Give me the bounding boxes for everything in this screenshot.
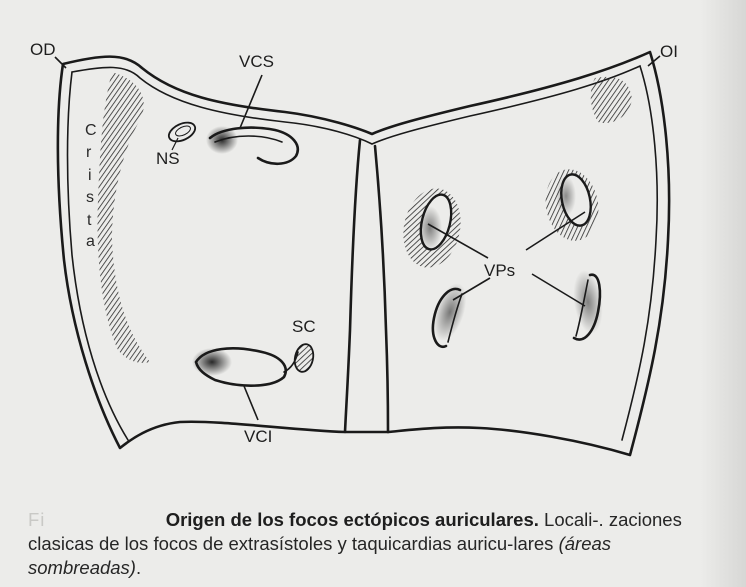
pulmonary-vein-upper-left [396, 183, 467, 273]
pulmonary-vein-upper-right [540, 165, 604, 245]
pulmonary-vein-lower-left [427, 279, 472, 347]
label-vps: VPs [484, 261, 515, 280]
figure-caption: Fi Origen de los focos ectópicos auricul… [28, 508, 718, 580]
label-crista-t: t [87, 212, 92, 229]
label-crista-a: a [86, 233, 95, 250]
oi-shading [591, 77, 632, 123]
crista-shading [98, 72, 150, 363]
pulmonary-vein-lower-right [570, 268, 607, 339]
coronary-sinus-sc [292, 342, 315, 373]
caption-figure-label: Fi [28, 509, 45, 530]
septum-right-wall [375, 146, 388, 432]
label-oi: OI [660, 42, 678, 61]
label-vcs: VCS [239, 52, 274, 71]
sinus-node-ns [166, 119, 198, 145]
label-vci: VCI [244, 427, 272, 446]
atria-diagram: OD OI VCS NS C r i s t a VPs SC VCI [0, 0, 746, 500]
label-crista-r: r [86, 144, 92, 161]
vci-leader [244, 386, 258, 420]
label-od: OD [30, 40, 56, 59]
septum-left-wall [345, 140, 360, 432]
label-crista-i: i [88, 167, 92, 184]
vcs-leader [240, 75, 262, 128]
label-sc: SC [292, 317, 316, 336]
label-crista-c: C [85, 122, 97, 139]
atria-inner-rim [72, 66, 657, 440]
label-crista-s: s [86, 189, 94, 206]
caption-end: . [136, 557, 141, 578]
atria-outer-outline [58, 52, 669, 455]
label-ns: NS [156, 149, 180, 168]
caption-title: Origen de los focos ectópicos auriculare… [166, 509, 539, 530]
